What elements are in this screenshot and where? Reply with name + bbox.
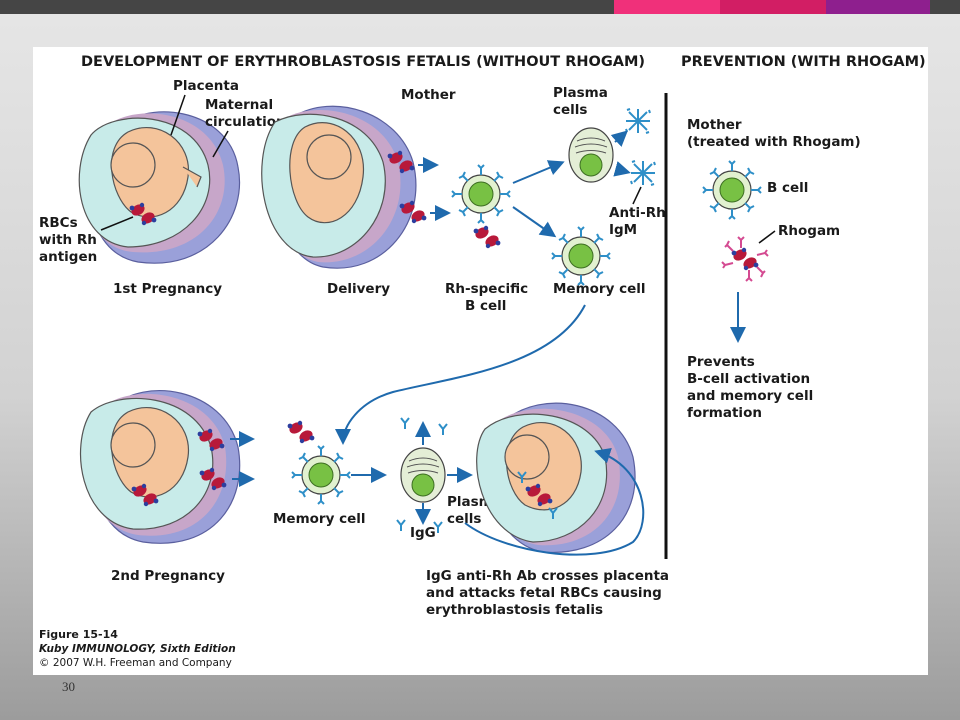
delivery-illustration bbox=[261, 105, 417, 269]
prevents-label-1: Prevents bbox=[687, 354, 755, 370]
mother-treated-label-1: Mother bbox=[687, 117, 742, 133]
plasma-cell-top bbox=[568, 127, 614, 183]
memory-cell-top-label: Memory cell bbox=[553, 281, 646, 297]
maternal-pointer bbox=[212, 130, 229, 158]
mother-treated-label-2: (treated with Rhogam) bbox=[687, 134, 861, 150]
second-pregnancy-label: 2nd Pregnancy bbox=[111, 568, 225, 584]
maternal-label-1: Maternal bbox=[205, 97, 273, 113]
memory-cell-bottom-label: Memory cell bbox=[273, 511, 366, 527]
mother-label: Mother bbox=[401, 87, 456, 103]
b-cell-prevention bbox=[702, 160, 762, 220]
plasma-cell-bottom bbox=[400, 447, 446, 503]
delivery-label: Delivery bbox=[327, 281, 390, 297]
rhogam-label: Rhogam bbox=[778, 223, 840, 239]
prevents-label-3: and memory cell bbox=[687, 388, 813, 404]
anti-rh-pointer bbox=[632, 186, 642, 205]
first-pregnancy-illustration bbox=[78, 111, 240, 264]
igg-label: IgG bbox=[410, 525, 436, 541]
copyright-caption: © 2007 W.H. Freeman and Company bbox=[39, 657, 232, 669]
arrow-to-memory bbox=[512, 206, 557, 238]
rh-bcell-label-2: B cell bbox=[465, 298, 506, 314]
prevents-label-4: formation bbox=[687, 405, 762, 421]
crosses-label-1: IgG anti-Rh Ab crosses placenta bbox=[426, 568, 669, 584]
rh-specific-b-cell bbox=[451, 164, 511, 224]
igg-antibody-3 bbox=[396, 519, 406, 532]
plasma-cells-label-1: Plasma bbox=[553, 85, 608, 101]
slide-canvas: DEVELOPMENT OF ERYTHROBLASTOSIS FETALIS … bbox=[33, 47, 928, 675]
arrow-to-plasma bbox=[512, 160, 565, 184]
plasma2-label-2: cells bbox=[447, 511, 481, 527]
accent-strip-purple bbox=[826, 0, 930, 14]
rhogam-pointer bbox=[758, 230, 776, 244]
attack-illustration bbox=[476, 402, 636, 553]
rbc-free bbox=[473, 225, 501, 249]
plasma-cells-label-2: cells bbox=[553, 102, 587, 118]
crosses-label-2: and attacks fetal RBCs causing bbox=[426, 585, 662, 601]
b-cell-label: B cell bbox=[767, 180, 808, 196]
rbc-bottom-free bbox=[287, 420, 315, 444]
erythroblastosis-diagram: DEVELOPMENT OF ERYTHROBLASTOSIS FETALIS … bbox=[39, 54, 926, 669]
igg-antibody-2 bbox=[438, 423, 448, 436]
arrow-to-second-pregnancy bbox=[335, 304, 586, 445]
rh-bcell-label-1: Rh-specific bbox=[445, 281, 528, 297]
memory-cell-top bbox=[551, 226, 611, 286]
arrow-igm-2 bbox=[613, 161, 631, 177]
rhogam-complex bbox=[722, 237, 768, 281]
left-title: DEVELOPMENT OF ERYTHROBLASTOSIS FETALIS … bbox=[81, 54, 645, 70]
first-pregnancy-label: 1st Pregnancy bbox=[113, 281, 222, 297]
rbc-label-1: RBCs bbox=[39, 215, 78, 231]
right-title: PREVENTION (WITH RHOGAM) bbox=[681, 54, 926, 70]
rbc-label-2: with Rh bbox=[39, 232, 97, 248]
anti-rh-label-2: IgM bbox=[609, 222, 637, 238]
igm-antibody-1 bbox=[625, 108, 651, 134]
rbc-label-3: antigen bbox=[39, 249, 97, 265]
book-caption: Kuby IMMUNOLOGY, Sixth Edition bbox=[39, 643, 236, 655]
prevents-label-2: B-cell activation bbox=[687, 371, 810, 387]
accent-strip-pink bbox=[614, 0, 720, 14]
arrow-crosses-placenta bbox=[464, 448, 645, 556]
maternal-label-2: circulation bbox=[205, 114, 286, 130]
placenta-pointer bbox=[170, 94, 186, 136]
memory-cell-bottom bbox=[291, 445, 351, 505]
igm-antibody-2 bbox=[630, 160, 656, 186]
slide-number: 30 bbox=[62, 679, 75, 694]
second-pregnancy-illustration bbox=[80, 390, 241, 544]
crosses-label-3: erythroblastosis fetalis bbox=[426, 602, 603, 618]
arrow-igm-1 bbox=[610, 130, 628, 147]
placenta-label: Placenta bbox=[173, 78, 239, 94]
igg-antibody-1 bbox=[400, 417, 410, 430]
accent-strip-crimson bbox=[720, 0, 826, 14]
figure-caption: Figure 15-14 bbox=[39, 628, 118, 641]
anti-rh-label-1: Anti-Rh bbox=[609, 205, 666, 221]
rbc-pointer bbox=[100, 216, 134, 231]
